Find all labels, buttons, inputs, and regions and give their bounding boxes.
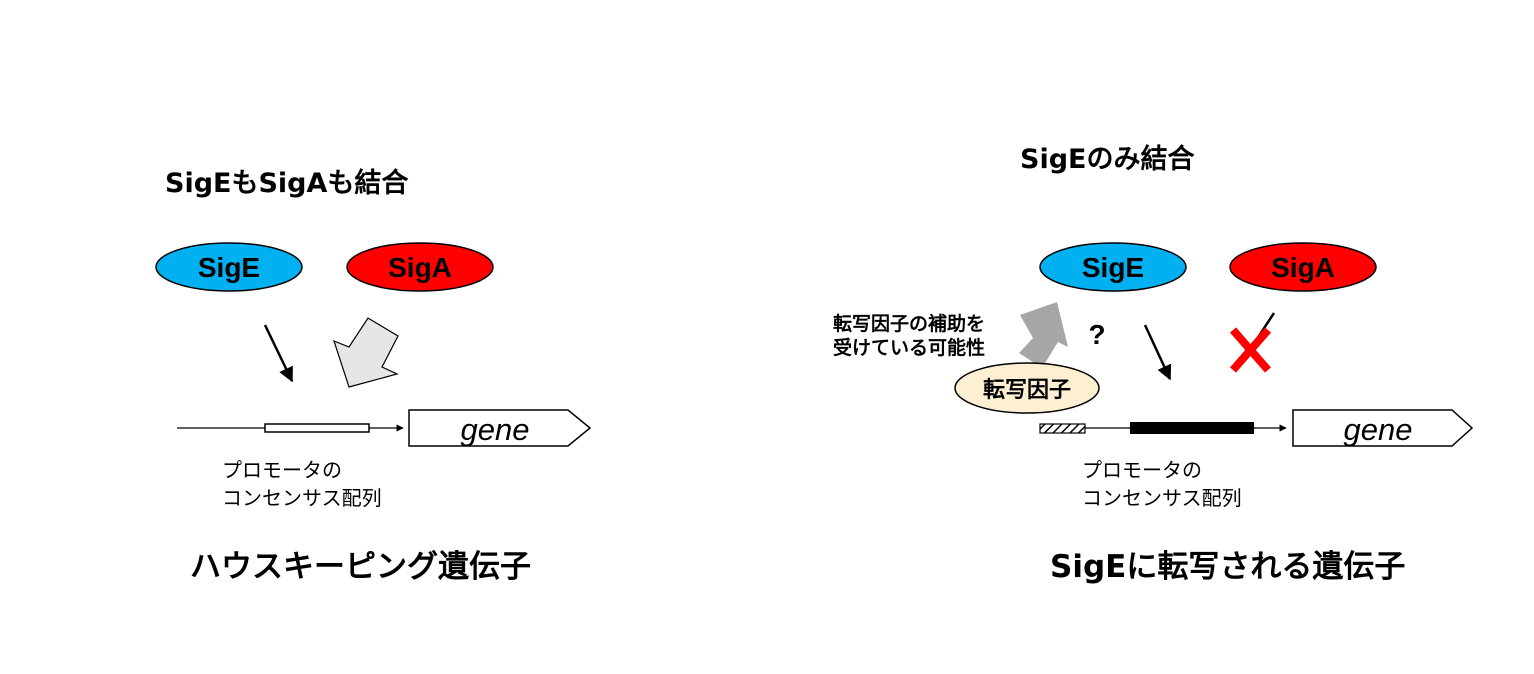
siga-ellipse: [346, 242, 494, 292]
question-mark: ?: [1088, 319, 1105, 350]
sige-ellipse: [1039, 242, 1187, 292]
promoter-label-line1: プロモータの: [222, 458, 342, 482]
tf-assist-block-arrow: [1019, 302, 1068, 368]
sige-binding-arrow: [263, 324, 294, 383]
siga-ellipse: [1229, 242, 1377, 292]
promoter-box: [1130, 422, 1254, 434]
left-panel: SigEもSigAも結合 SigE SigA gene プロモータの コンセンサ…: [155, 167, 592, 585]
siga-label: SigA: [1271, 252, 1335, 283]
promoter-label-line1: プロモータの: [1082, 458, 1202, 482]
tf-binding-site: [1039, 423, 1086, 434]
right-title: SigEのみ結合: [1020, 143, 1194, 175]
sige-ellipse: [155, 242, 303, 292]
promoter-label-line2: コンセンサス配列: [1082, 486, 1242, 510]
promoter-label-line2: コンセンサス配列: [222, 486, 382, 510]
sige-binding-arrow: [1143, 324, 1172, 381]
gene-label: gene: [1344, 412, 1413, 447]
gene-arrow-box: [1292, 409, 1474, 447]
tf-note-line2: 受けている可能性: [833, 336, 985, 359]
tf-ellipse: [954, 362, 1100, 414]
siga-label: SigA: [388, 252, 452, 283]
cross-icon: [1229, 327, 1272, 373]
gene-label: gene: [461, 412, 530, 447]
right-caption: SigEに転写される遺伝子: [1050, 549, 1405, 585]
right-panel: SigEのみ結合 SigE SigA 転写因子の補助を 受けている可能性 ? 転…: [833, 143, 1474, 585]
sige-label: SigE: [198, 252, 260, 283]
left-title: SigEもSigAも結合: [165, 167, 408, 199]
sige-label: SigE: [1082, 252, 1144, 283]
tf-note-line1: 転写因子の補助を: [833, 312, 985, 335]
left-caption: ハウスキーピング遺伝子: [190, 549, 531, 585]
siga-binding-block-arrow: [333, 317, 399, 388]
tf-label: 転写因子: [983, 377, 1071, 403]
promoter-box: [264, 423, 370, 433]
gene-arrow-box: [408, 409, 592, 447]
